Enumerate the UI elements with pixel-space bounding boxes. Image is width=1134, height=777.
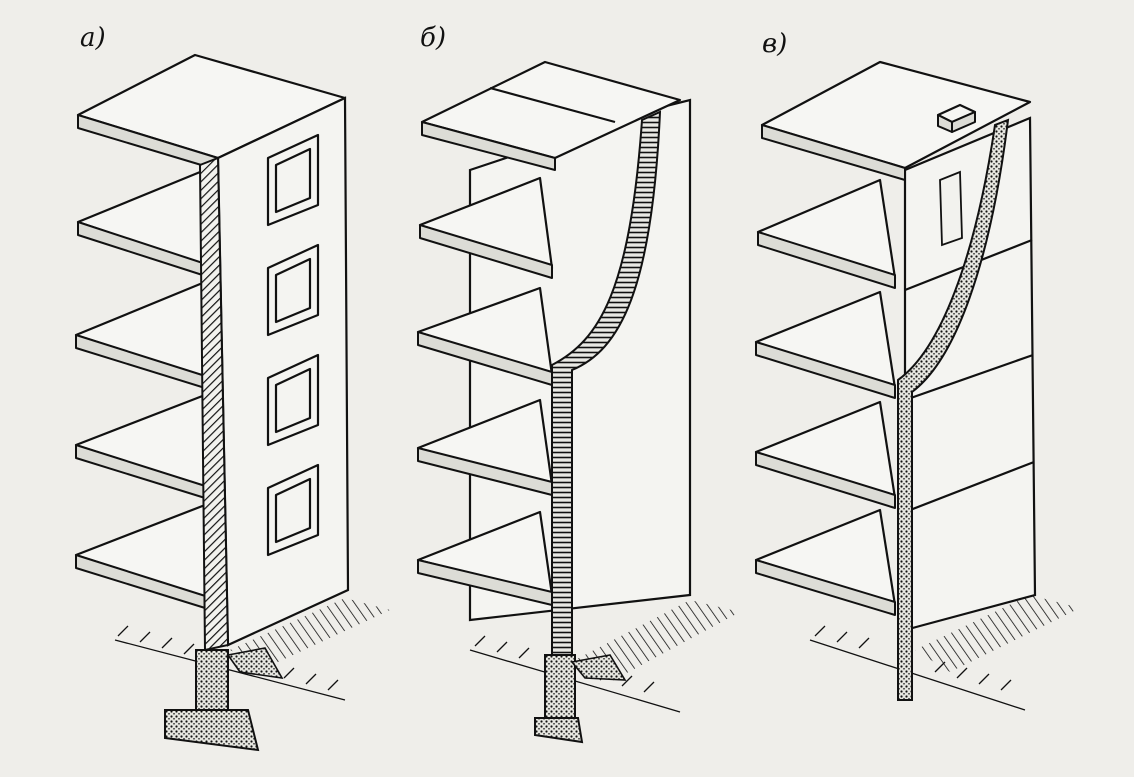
panel-c: в) [754, 29, 1080, 711]
windows-a [266, 133, 320, 557]
parapet-block-c [936, 103, 977, 133]
foundation-a [164, 647, 284, 752]
panel-b: б) [416, 23, 740, 744]
panel-b-label: б) [420, 23, 446, 53]
load-bearing-wall-a [198, 96, 350, 652]
panel-a: а) [74, 23, 390, 752]
floor-slabs-a [74, 53, 347, 613]
ground-c [809, 595, 1080, 711]
curtain-wall-section-c [897, 118, 1010, 701]
floor-slabs-b [416, 60, 682, 606]
column-c [939, 170, 963, 247]
foundation-b [534, 654, 627, 744]
panel-a-label: а) [80, 23, 106, 53]
curtain-wall-section-b [551, 110, 662, 661]
floor-slabs-c [754, 60, 1032, 616]
ground-a [114, 598, 390, 701]
panel-c-label: в) [762, 29, 787, 59]
